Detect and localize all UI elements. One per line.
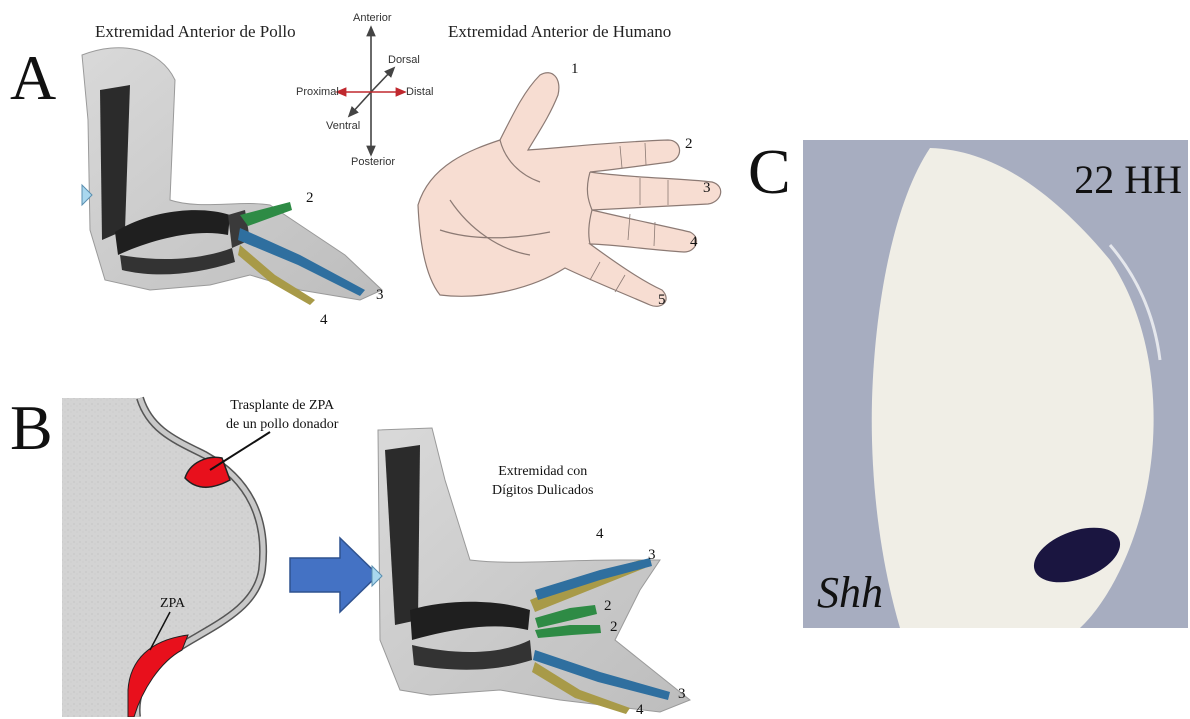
duplicated-digit-label: 3 bbox=[648, 547, 656, 564]
axis-proximal-label: Proximal bbox=[296, 86, 339, 98]
duplicated-digit-label: 2 bbox=[604, 598, 612, 615]
duplicated-digit-label: 2 bbox=[610, 619, 618, 636]
chick-digit-label: 3 bbox=[376, 287, 384, 304]
panel-c-letter: C bbox=[748, 140, 791, 204]
limb-bud-schematic bbox=[62, 398, 270, 717]
axis-compass bbox=[340, 30, 402, 152]
human-digit-label: 5 bbox=[658, 292, 666, 309]
chick-digit-label: 2 bbox=[306, 190, 314, 207]
axis-distal-label: Distal bbox=[406, 86, 434, 98]
chick-digit-label: 4 bbox=[320, 312, 328, 329]
human-digit-label: 2 bbox=[685, 136, 693, 153]
human-digit-label: 4 bbox=[690, 234, 698, 251]
graft-label: Trasplante de ZPA de un pollo donador bbox=[226, 396, 338, 434]
axis-dorsal-label: Dorsal bbox=[388, 54, 420, 66]
zpa-label: ZPA bbox=[160, 594, 185, 613]
duplicated-digits-line1: Extremidad con bbox=[492, 462, 594, 481]
axis-anterior-label: Anterior bbox=[353, 12, 392, 24]
result-arrow bbox=[290, 538, 378, 612]
duplicated-digit-label: 4 bbox=[636, 702, 644, 719]
axis-posterior-label: Posterior bbox=[351, 156, 395, 168]
panel-c-overlay: 22 HH Shh bbox=[803, 140, 1188, 628]
human-digit-label: 1 bbox=[571, 61, 579, 78]
human-digit-label: 3 bbox=[703, 180, 711, 197]
duplicated-digits-line2: Dígitos Dulicados bbox=[492, 481, 594, 500]
duplicated-digit-label: 4 bbox=[596, 526, 604, 543]
duplicated-digit-label: 3 bbox=[678, 686, 686, 703]
human-hand-drawing bbox=[418, 73, 721, 307]
graft-label-line2: de un pollo donador bbox=[226, 415, 338, 434]
duplicated-digits-label: Extremidad con Dígitos Dulicados bbox=[492, 462, 594, 500]
panel-b-letter: B bbox=[10, 396, 53, 460]
graft-label-line1: Trasplante de ZPA bbox=[226, 396, 338, 415]
gene-label: Shh bbox=[817, 567, 883, 618]
axis-ventral-label: Ventral bbox=[326, 120, 360, 132]
stage-label: 22 HH bbox=[1074, 156, 1182, 203]
